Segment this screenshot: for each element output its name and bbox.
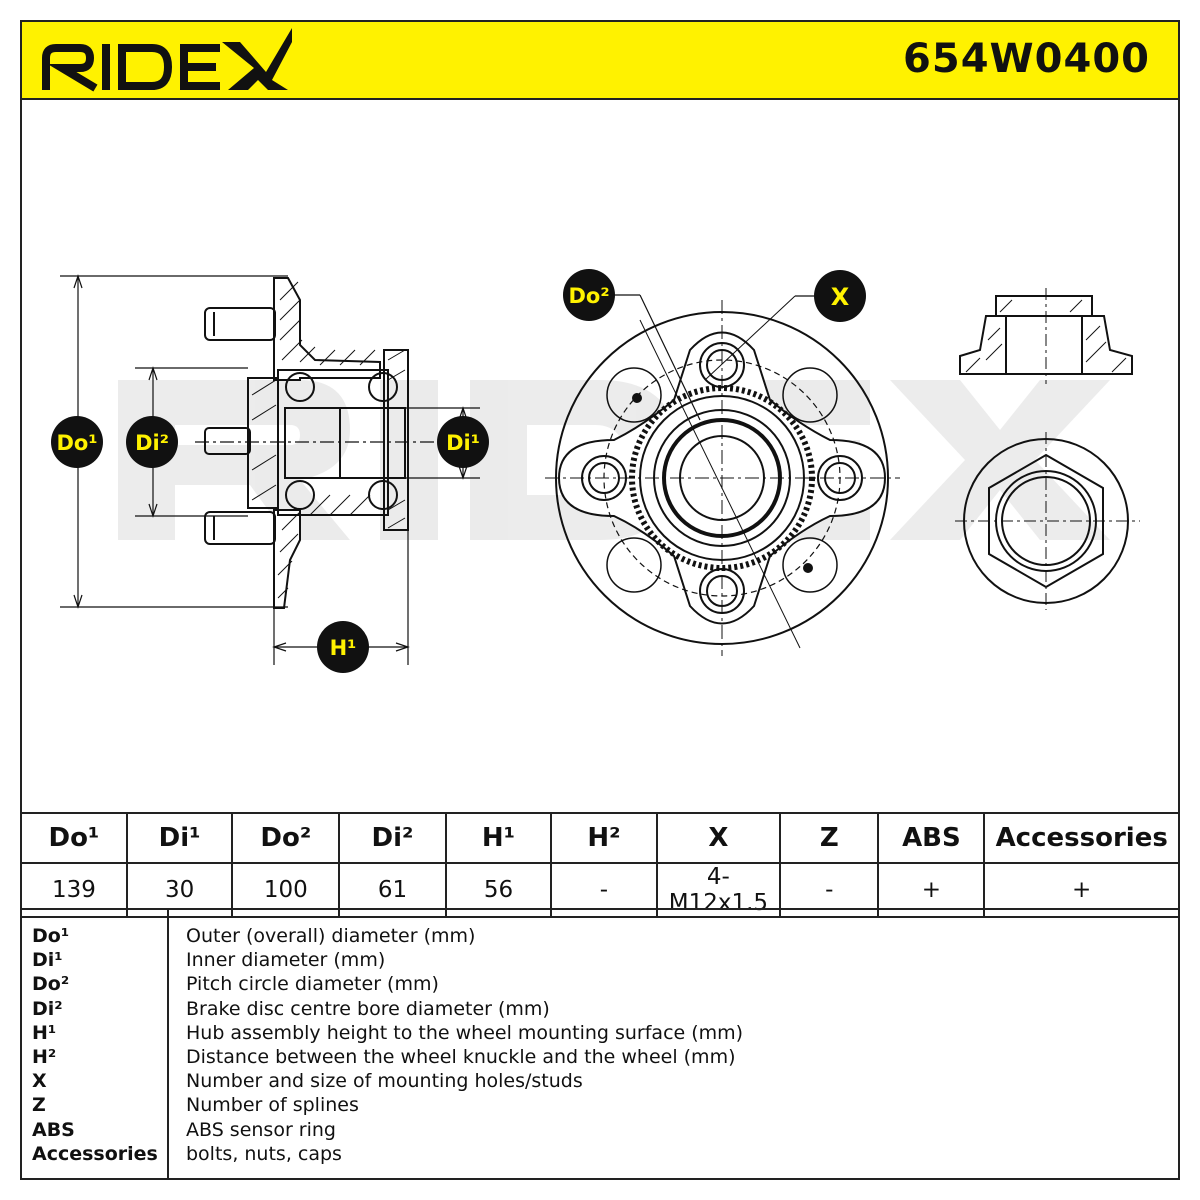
technical-drawing: Do¹ Di² Di¹ H¹ Do² X [51, 269, 1140, 673]
legend-key: Z [32, 1094, 46, 1117]
legend-desc: Number and size of mounting holes/studs [186, 1070, 583, 1093]
label-h1: H¹ [330, 636, 357, 660]
col-header: Accessories [983, 812, 1180, 864]
legend-desc: Outer (overall) diameter (mm) [186, 925, 476, 947]
legend-desc: Inner diameter (mm) [186, 949, 386, 972]
spec-header-row: Do¹ Di¹ Do² Di² H¹ H² X Z ABS Accessorie… [20, 812, 1180, 864]
legend-desc: Brake disc centre bore diameter (mm) [186, 997, 550, 1020]
legend-key: H² [32, 1045, 57, 1068]
legend-key: H¹ [32, 1021, 57, 1044]
label-x: X [831, 283, 850, 311]
legend-desc: Pitch circle diameter (mm) [186, 973, 439, 996]
label-di2: Di² [135, 431, 169, 455]
legend-keys: Do¹ Di¹ Do² Di² H¹ H² X Z ABS Accessorie… [32, 924, 158, 1166]
legend-key: Di² [32, 997, 63, 1020]
col-header: H² [550, 812, 658, 864]
part-number: 654W0400 [903, 36, 1150, 82]
col-header: ABS [877, 812, 986, 864]
legend-desc: Number of splines [186, 1094, 359, 1117]
legend: Do¹ Di¹ Do² Di² H¹ H² X Z ABS Accessorie… [20, 908, 1180, 1180]
label-do1: Do¹ [56, 431, 97, 455]
legend-key: X [32, 1070, 47, 1093]
cap-nut-drawings [955, 288, 1140, 610]
legend-desc: Hub assembly height to the wheel mountin… [186, 1021, 744, 1044]
legend-key: Do² [32, 973, 70, 996]
legend-desc: ABS sensor ring [186, 1118, 336, 1141]
ridex-logo [42, 28, 292, 92]
col-header: Z [779, 812, 880, 864]
col-header: Di² [338, 812, 447, 864]
label-do2: Do² [568, 284, 609, 308]
legend-key: Do¹ [32, 925, 70, 947]
col-header: Do² [231, 812, 341, 864]
legend-desc: Distance between the wheel knuckle and t… [186, 1045, 736, 1068]
legend-descriptions: Outer (overall) diameter (mm) Inner diam… [186, 924, 743, 1166]
label-di1: Di¹ [446, 431, 480, 455]
legend-key: Di¹ [32, 949, 63, 972]
col-header: Di¹ [125, 812, 234, 864]
label-badges: Do¹ Di² Di¹ H¹ Do² X [51, 269, 866, 673]
col-header: Do¹ [20, 812, 128, 864]
legend-divider [167, 910, 169, 1180]
legend-desc: bolts, nuts, caps [186, 1142, 342, 1165]
hub-front-view [545, 295, 900, 656]
legend-key: ABS [32, 1118, 75, 1141]
col-header: X [655, 812, 782, 864]
col-header: H¹ [444, 812, 553, 864]
legend-key: Accessories [32, 1142, 158, 1165]
hub-side-section [195, 277, 480, 609]
spec-table: Do¹ Di¹ Do² Di² H¹ H² X Z ABS Accessorie… [20, 812, 1180, 918]
